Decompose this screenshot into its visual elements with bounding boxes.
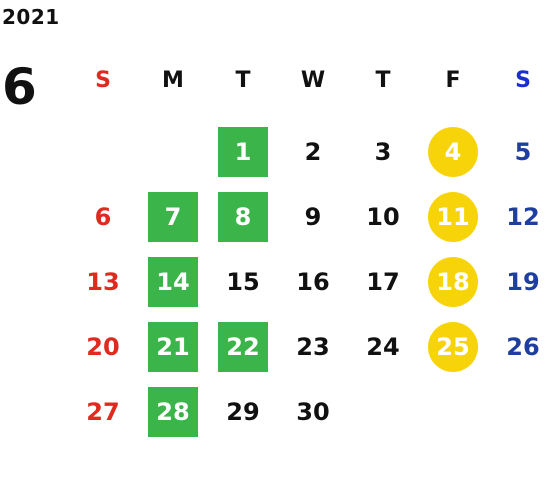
day-1[interactable]: 1 [218, 127, 268, 177]
weekday-sun: S [95, 68, 111, 93]
day-14[interactable]: 14 [148, 257, 198, 307]
day-12[interactable]: 12 [506, 203, 540, 231]
month-number: 6 [2, 58, 37, 116]
day-20[interactable]: 20 [86, 333, 120, 361]
day-17[interactable]: 17 [366, 268, 400, 296]
day-13[interactable]: 13 [86, 268, 120, 296]
day-3[interactable]: 3 [374, 138, 392, 166]
day-4[interactable]: 4 [428, 127, 478, 177]
day-15[interactable]: 15 [226, 268, 260, 296]
day-9[interactable]: 9 [304, 203, 322, 231]
day-2[interactable]: 2 [304, 138, 322, 166]
weekday-fri: F [445, 68, 461, 93]
day-27[interactable]: 27 [86, 398, 120, 426]
weekday-sat: S [515, 68, 531, 93]
day-16[interactable]: 16 [296, 268, 330, 296]
day-24[interactable]: 24 [366, 333, 400, 361]
day-21[interactable]: 21 [148, 322, 198, 372]
day-28[interactable]: 28 [148, 387, 198, 437]
day-7[interactable]: 7 [148, 192, 198, 242]
weekday-tue: T [235, 68, 251, 93]
day-23[interactable]: 23 [296, 333, 330, 361]
year-label: 2021 [2, 5, 60, 29]
day-29[interactable]: 29 [226, 398, 260, 426]
day-10[interactable]: 10 [366, 203, 400, 231]
day-5[interactable]: 5 [514, 138, 532, 166]
day-22[interactable]: 22 [218, 322, 268, 372]
day-18[interactable]: 18 [428, 257, 478, 307]
day-19[interactable]: 19 [506, 268, 540, 296]
weekday-wed: W [300, 68, 326, 93]
weekday-mon: M [162, 68, 184, 93]
weekday-thu: T [375, 68, 391, 93]
day-30[interactable]: 30 [296, 398, 330, 426]
day-26[interactable]: 26 [506, 333, 540, 361]
day-8[interactable]: 8 [218, 192, 268, 242]
day-11[interactable]: 11 [428, 192, 478, 242]
day-25[interactable]: 25 [428, 322, 478, 372]
day-6[interactable]: 6 [94, 203, 112, 231]
